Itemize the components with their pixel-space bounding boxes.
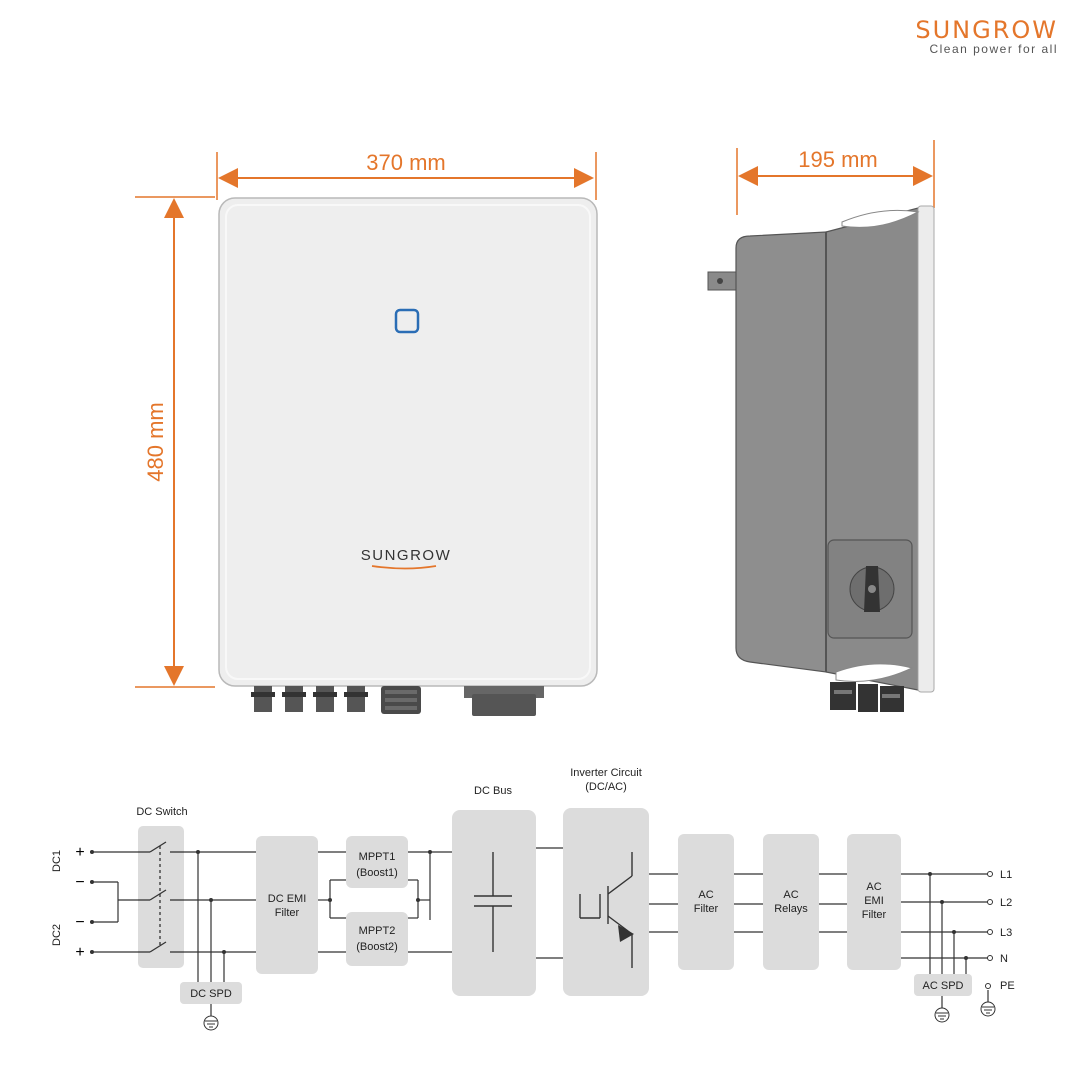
dc2-minus-label: − bbox=[75, 914, 84, 931]
dc-emi-filter-block bbox=[256, 836, 318, 974]
ac-filter-label-2: Filter bbox=[694, 903, 719, 915]
mounting-hole bbox=[717, 278, 723, 284]
ac-relays-label-1: AC bbox=[783, 889, 798, 901]
dc1-plus-label: + bbox=[75, 844, 84, 861]
dc-bus-label: DC Bus bbox=[474, 785, 512, 797]
mppt2-label-2: (Boost2) bbox=[356, 941, 398, 953]
mounting-tab bbox=[707, 271, 741, 291]
ac-ground-icon bbox=[934, 1007, 950, 1023]
side-view: 195 mm bbox=[707, 140, 935, 712]
dc-connectors bbox=[251, 686, 368, 712]
dc-switch-block bbox=[138, 826, 184, 968]
dc1-label: DC1 bbox=[51, 850, 63, 872]
depth-label: 195 mm bbox=[798, 147, 877, 172]
output-l3: L3 bbox=[1000, 927, 1012, 939]
mppt2-label-1: MPPT2 bbox=[359, 925, 396, 937]
igbt-icon bbox=[579, 852, 633, 968]
side-connectors bbox=[830, 682, 904, 712]
ac-filter-label-1: AC bbox=[698, 889, 713, 901]
dc-bus-block bbox=[452, 810, 536, 996]
ac-wires bbox=[648, 873, 989, 1008]
dc-ground-icon bbox=[203, 1015, 219, 1031]
output-terminals bbox=[985, 871, 993, 989]
top-vent bbox=[841, 209, 920, 228]
ac-spd-block bbox=[914, 974, 972, 996]
ac-filter-block bbox=[678, 834, 734, 970]
junction-dots bbox=[90, 850, 968, 960]
dc2-label: DC2 bbox=[51, 924, 63, 946]
ac-relays-label-2: Relays bbox=[774, 903, 808, 915]
output-l1: L1 bbox=[1000, 869, 1012, 881]
igbt-arrow-icon bbox=[618, 925, 634, 942]
capacitor-icon bbox=[474, 852, 512, 952]
brand-logo: SUNGROW Clean power for all bbox=[915, 16, 1058, 56]
bottom-vent bbox=[835, 663, 914, 682]
width-label: 370 mm bbox=[366, 150, 445, 175]
front-logo: SUNGROW bbox=[361, 547, 452, 564]
ac-connector bbox=[464, 686, 544, 716]
brand-tagline: Clean power for all bbox=[929, 42, 1058, 56]
mppt1-block bbox=[346, 836, 408, 888]
inverter-circuit-block bbox=[563, 808, 649, 996]
block-diagram: DC1 DC2 + − − + DC Switch DC SPD DC EMI … bbox=[51, 767, 1015, 1031]
ac-emi-filter-label-2: EMI bbox=[864, 895, 884, 907]
dc-spd-block bbox=[180, 982, 242, 1004]
housing-bevel bbox=[225, 204, 591, 680]
ac-relays-block bbox=[763, 834, 819, 970]
dc-spd-label: DC SPD bbox=[190, 988, 232, 1000]
mppt1-label-2: (Boost1) bbox=[356, 867, 398, 879]
dc-emi-filter-label-1: DC EMI bbox=[268, 893, 307, 905]
dc-emi-filter-label-2: Filter bbox=[275, 907, 300, 919]
switch-contacts bbox=[138, 841, 184, 953]
side-rear-body bbox=[735, 231, 827, 673]
comm-gland bbox=[381, 686, 421, 714]
ac-spd-label: AC SPD bbox=[923, 980, 964, 992]
height-label: 480 mm bbox=[143, 402, 168, 481]
ac-emi-filter-label-3: Filter bbox=[862, 909, 887, 921]
ac-emi-filter-label-1: AC bbox=[866, 881, 881, 893]
mppt2-block bbox=[346, 912, 408, 966]
pe-ground-icon bbox=[980, 1001, 996, 1017]
dc-switch-label: DC Switch bbox=[136, 806, 187, 818]
inverter-front-housing bbox=[218, 197, 598, 687]
inverter-label-1: Inverter Circuit bbox=[570, 767, 642, 779]
brand-name: SUNGROW bbox=[915, 16, 1058, 44]
dc-switch-knob-center bbox=[868, 585, 876, 593]
inverter-label-2: (DC/AC) bbox=[585, 781, 627, 793]
ac-emi-filter-block bbox=[847, 834, 901, 970]
front-logo-swoosh bbox=[371, 565, 437, 570]
output-n: N bbox=[1000, 953, 1008, 965]
output-pe: PE bbox=[1000, 980, 1015, 992]
side-front-panel-edge bbox=[917, 205, 935, 693]
square-led-icon bbox=[394, 308, 420, 334]
output-l2: L2 bbox=[1000, 897, 1012, 909]
mppt1-label-1: MPPT1 bbox=[359, 851, 396, 863]
dc1-minus-label: − bbox=[75, 874, 84, 891]
front-view: 370 mm 480 mm SUNGROW bbox=[135, 150, 598, 716]
dc2-plus-label: + bbox=[75, 944, 84, 961]
